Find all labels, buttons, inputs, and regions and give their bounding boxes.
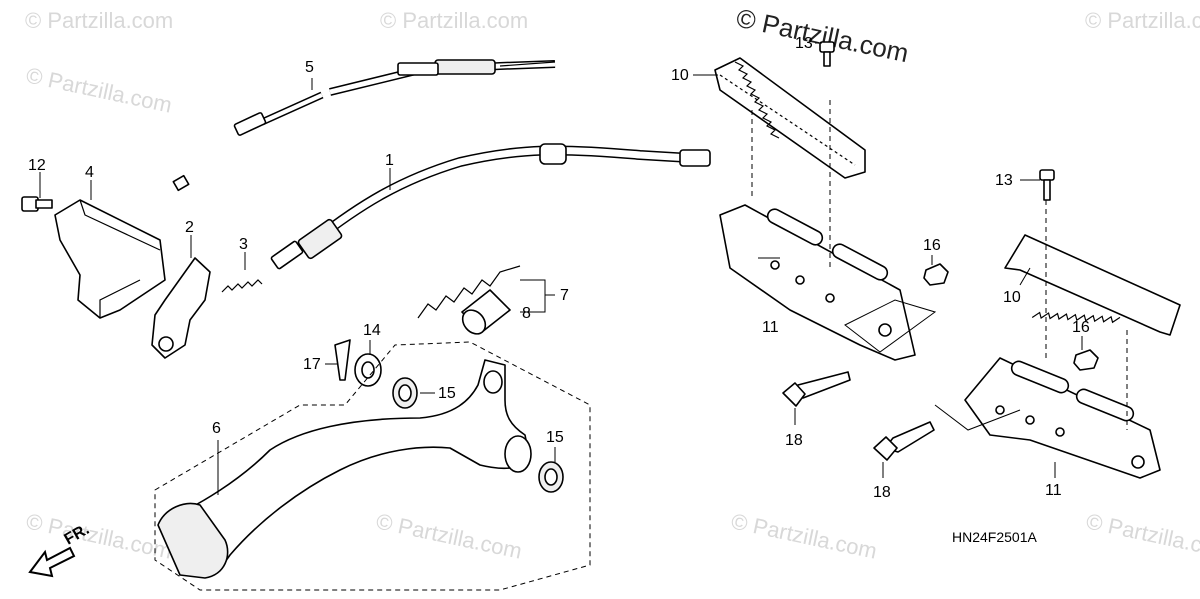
part-13-bolt-lower — [1039, 169, 1055, 201]
callout-15: 15 — [438, 385, 456, 402]
callout-10: 10 — [671, 67, 689, 84]
part-3-spring — [221, 279, 263, 293]
part-17-pin — [334, 339, 351, 381]
callout-12: 12 — [28, 157, 46, 174]
part-14-washer — [354, 353, 382, 387]
part-15-bushing-b — [538, 461, 564, 493]
watermark: © Partzilla.com — [729, 508, 879, 563]
callout-16: 16 — [923, 237, 941, 254]
callout-13: 13 — [995, 172, 1013, 189]
part-5-brake-cable — [172, 59, 556, 192]
watermark: © Partzilla.com — [1084, 508, 1200, 563]
part-15-bushing-a — [392, 377, 418, 409]
watermark-top: © Partzilla.com — [734, 3, 912, 69]
watermark: © Partzilla.com — [374, 508, 524, 563]
part-6-brake-pedal — [157, 359, 532, 579]
callout-17: 17 — [303, 356, 321, 373]
callout-2: 2 — [185, 219, 194, 236]
part-18-bolt-lower — [873, 421, 935, 461]
part-4-bracket — [54, 199, 166, 319]
callout-1: 1 — [385, 152, 394, 169]
callout-6: 6 — [212, 420, 221, 437]
part-10-step-pad-upper — [714, 57, 866, 179]
watermark: © Partzilla.com — [24, 62, 174, 117]
callout-11: 11 — [762, 319, 779, 336]
callout-13: 13 — [795, 35, 813, 52]
part-11-step-bracket-lower — [964, 357, 1161, 479]
part-1-throttle-cable — [270, 143, 711, 270]
watermark: © Partzilla.com — [25, 8, 173, 33]
part-16-nut-lower — [1073, 349, 1099, 371]
part-2-lever-bracket — [151, 257, 211, 359]
diagram-code: HN24F2501A — [952, 529, 1037, 545]
callout-18: 18 — [785, 432, 803, 449]
front-arrow-icon — [28, 546, 76, 578]
pedal-group-outline — [154, 341, 591, 591]
callout-10: 10 — [1003, 289, 1021, 306]
callout-11: 11 — [1045, 482, 1062, 499]
callout-18: 18 — [873, 484, 891, 501]
callout-16: 16 — [1072, 319, 1090, 336]
callout-5: 5 — [305, 59, 314, 76]
part-8-sleeve — [461, 289, 511, 335]
callout-8: 8 — [522, 305, 531, 322]
part-16-nut-upper — [923, 263, 949, 286]
callout-4: 4 — [85, 164, 94, 181]
callout-3: 3 — [239, 236, 248, 253]
part-13-bolt-upper — [819, 41, 835, 67]
callout-7: 7 — [560, 287, 569, 304]
part-10-step-pad-lower — [1004, 234, 1181, 336]
part-11-step-bracket-upper — [719, 204, 916, 361]
callout-15: 15 — [546, 429, 564, 446]
watermark: © Partzilla.com — [380, 8, 528, 33]
leader-lines — [39, 42, 1083, 495]
part-7-spring — [417, 265, 521, 319]
callout-14: 14 — [363, 322, 381, 339]
watermark: © Partzilla.com — [1085, 8, 1200, 33]
part-18-bolt-upper — [782, 371, 851, 407]
part-12-bolt — [21, 196, 53, 212]
